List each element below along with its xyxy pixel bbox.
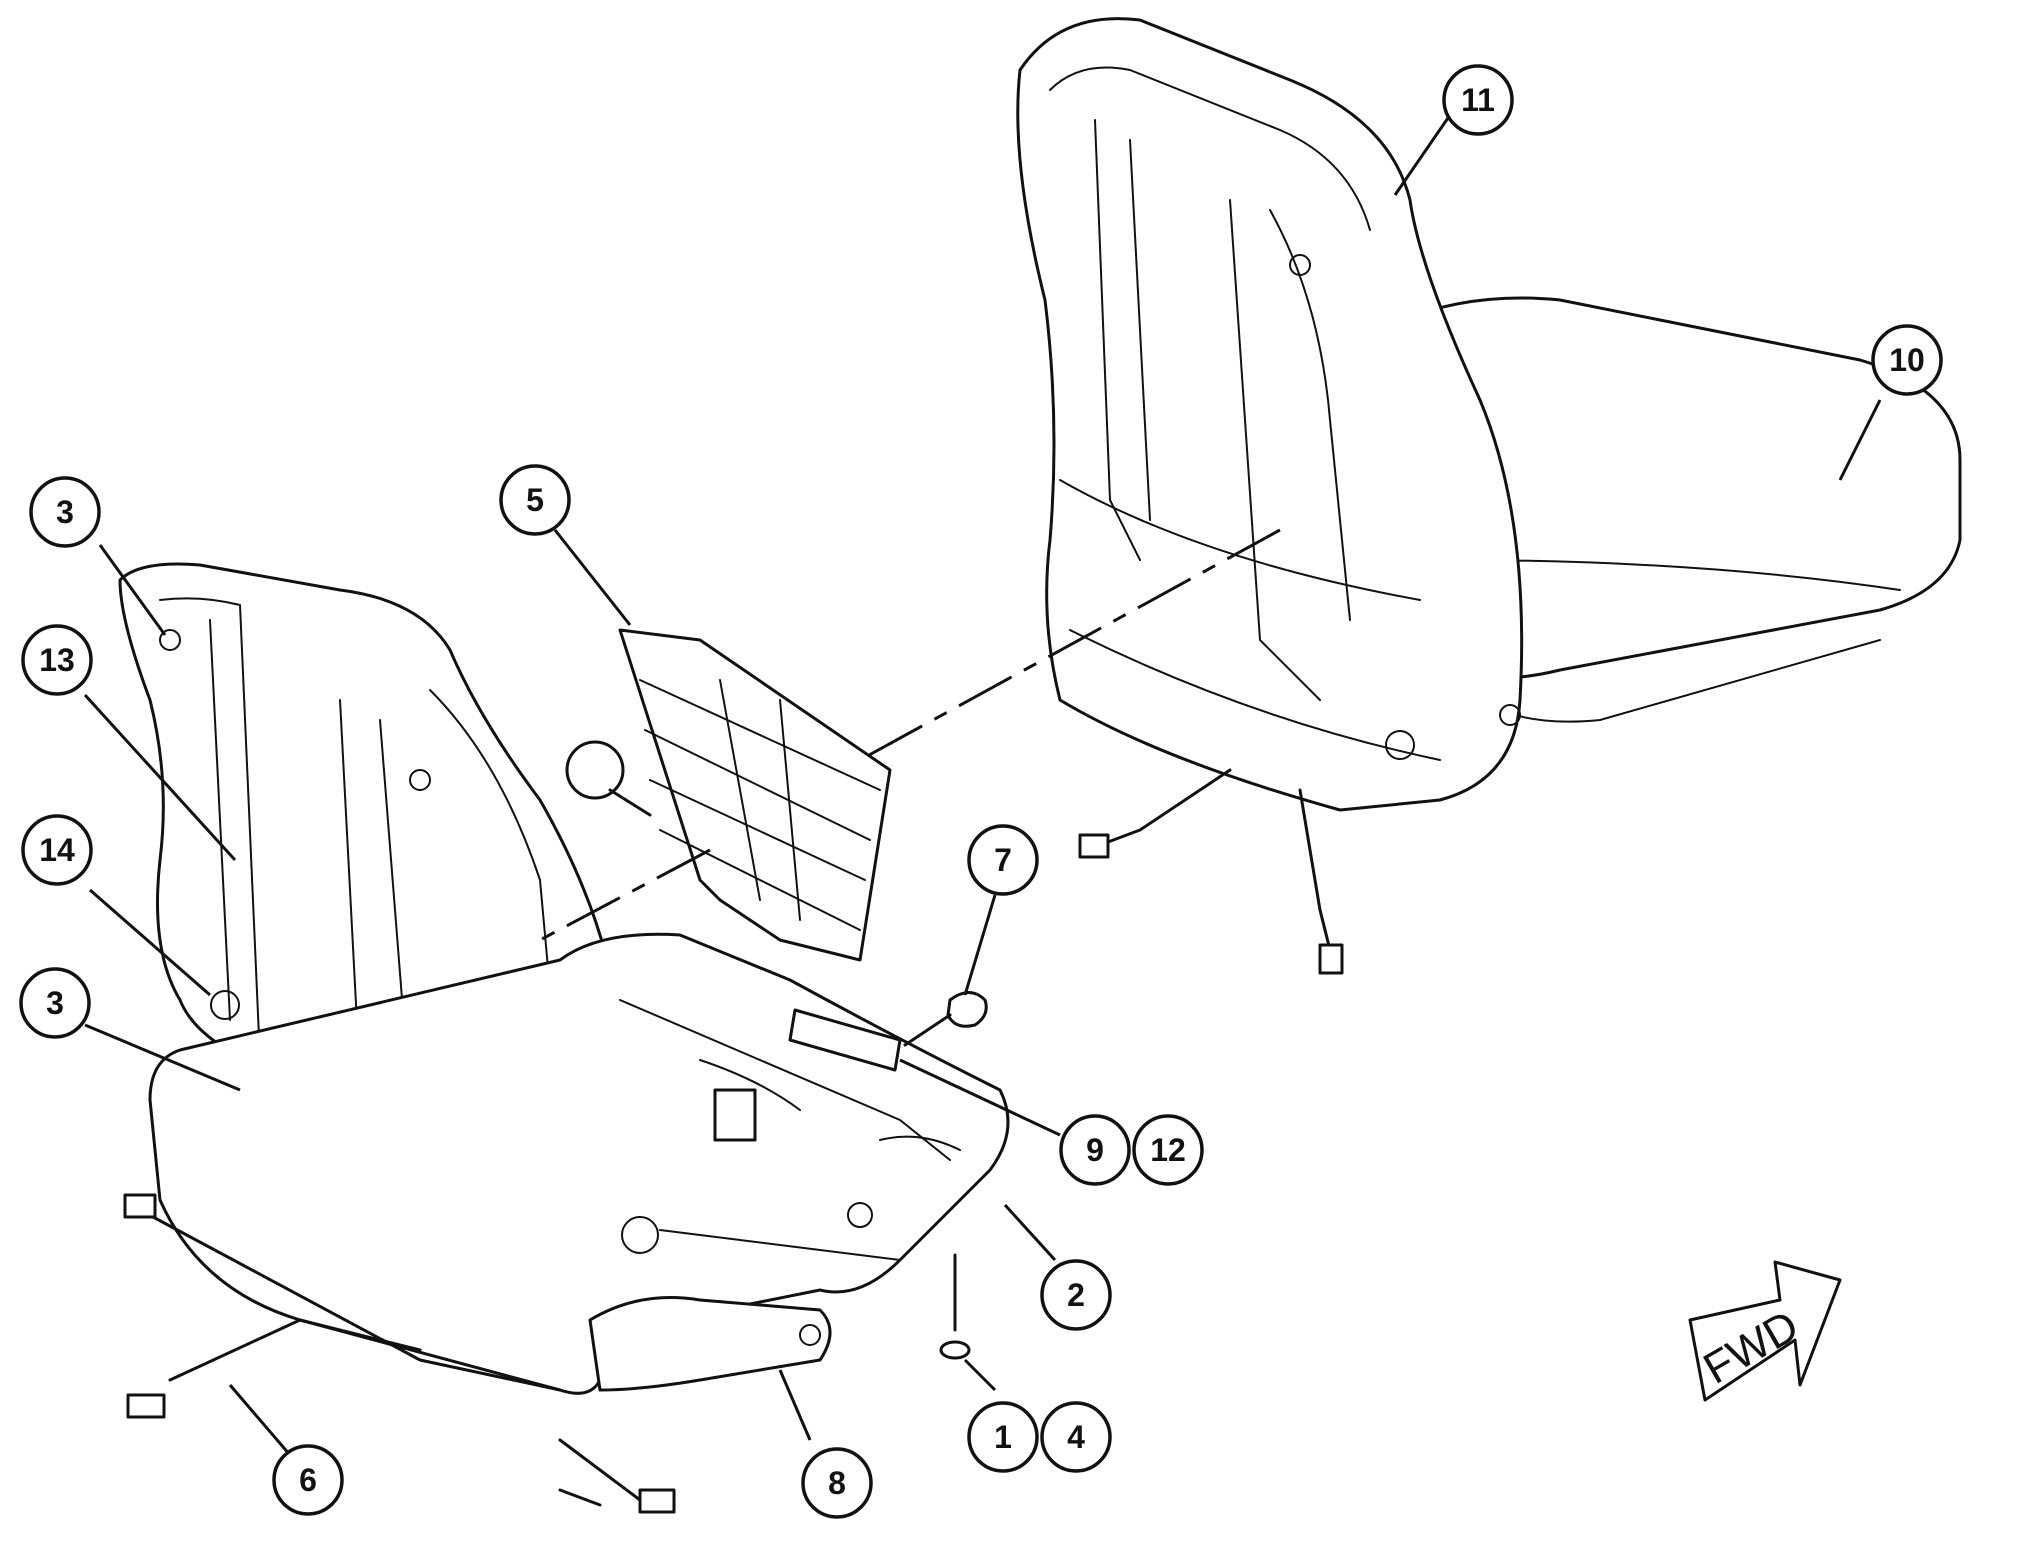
svg-text:14: 14 <box>39 832 75 868</box>
callout-8: 8 <box>801 1447 873 1519</box>
svg-text:3: 3 <box>56 494 74 530</box>
callout-2: 2 <box>1040 1259 1112 1331</box>
callout-6: 6 <box>272 1444 344 1516</box>
forward-direction-arrow: FWD <box>1688 1260 1842 1402</box>
svg-text:13: 13 <box>39 642 75 678</box>
seat-back-assembly-drawing <box>1016 17 1962 975</box>
svg-text:5: 5 <box>526 482 544 518</box>
assembly-centerline <box>859 528 1281 762</box>
svg-text:3: 3 <box>46 985 64 1021</box>
callout-7: 7 <box>967 824 1039 896</box>
svg-text:2: 2 <box>1067 1277 1085 1313</box>
seat-frame-drawing <box>118 562 1010 1514</box>
callout-3-upper: 3 <box>29 476 101 548</box>
assembly-centerline-lower <box>539 848 711 942</box>
callout-10: 10 <box>1871 324 1943 396</box>
bolt-1-4-drawing <box>939 1253 971 1360</box>
svg-text:6: 6 <box>299 1462 317 1498</box>
svg-text:1: 1 <box>994 1419 1012 1455</box>
seat-track-drawing <box>565 628 892 962</box>
callout-3-lower: 3 <box>19 967 91 1039</box>
callout-11: 11 <box>1442 64 1514 136</box>
callout-12: 12 <box>1132 1114 1204 1186</box>
leader-lines <box>83 114 1882 1456</box>
svg-text:11: 11 <box>1461 82 1495 118</box>
callout-1: 1 <box>967 1401 1039 1473</box>
svg-text:12: 12 <box>1150 1132 1186 1168</box>
callout-5: 5 <box>499 464 571 536</box>
callout-9: 9 <box>1059 1114 1131 1186</box>
callout-13: 13 <box>21 624 93 696</box>
svg-text:9: 9 <box>1086 1132 1104 1168</box>
callout-14: 14 <box>21 814 93 886</box>
svg-text:8: 8 <box>828 1465 846 1501</box>
svg-text:4: 4 <box>1067 1419 1085 1455</box>
callout-4: 4 <box>1040 1401 1112 1473</box>
svg-text:7: 7 <box>994 842 1012 878</box>
fastener-7-drawing <box>903 991 988 1047</box>
svg-text:10: 10 <box>1889 342 1925 378</box>
